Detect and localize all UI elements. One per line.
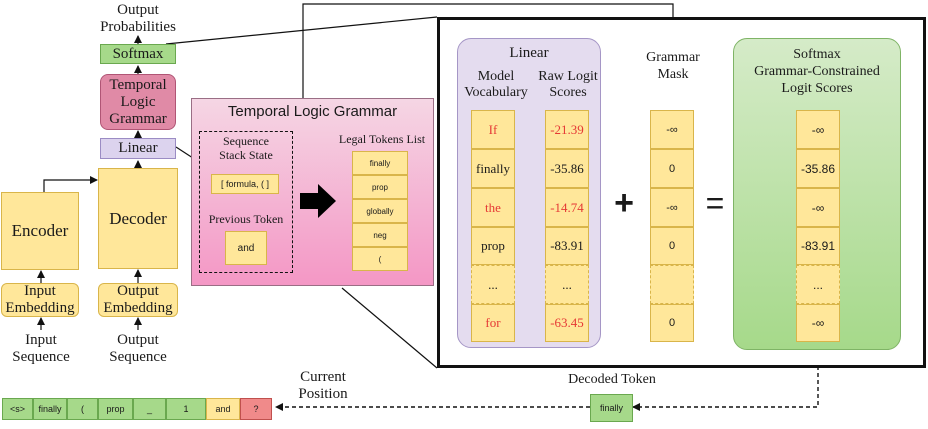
sequence-token: and: [206, 398, 240, 420]
vocab-cell: finally: [471, 149, 515, 188]
grammar-mask-column: -∞ 0 -∞ 0 0: [650, 110, 694, 342]
vocab-cell: ...: [471, 265, 515, 304]
legal-tokens-label: Legal Tokens List: [338, 131, 426, 146]
vocab-cell: for: [471, 304, 515, 342]
input-embedding-block: Input Embedding: [1, 283, 79, 317]
mask-cell: 0: [650, 227, 694, 265]
linear-panel-title: Linear: [509, 44, 549, 61]
vocab-cell: the: [471, 188, 515, 227]
legal-token: (: [352, 247, 408, 271]
mask-cell: -∞: [650, 110, 694, 149]
temporal-logic-grammar-panel: Temporal Logic Grammar Sequence Stack St…: [191, 98, 434, 286]
mask-cell: -∞: [650, 188, 694, 227]
constrained-scores-header: Softmax Grammar-Constrained Logit Scores: [754, 46, 880, 96]
raw-logit-cell: -83.91: [545, 227, 589, 265]
previous-token-value: and: [225, 231, 267, 265]
grammar-state-group: [199, 131, 293, 273]
legal-token: globally: [352, 199, 408, 223]
constrained-cell: -∞: [796, 304, 840, 342]
raw-logit-column: -21.39 -35.86 -14.74 -83.91 ... -63.45: [545, 110, 589, 342]
grammar-mask-header: Grammar Mask: [646, 50, 700, 82]
raw-logit-cell: ...: [545, 265, 589, 304]
mask-cell: 0: [650, 304, 694, 342]
constrained-cell: -35.86: [796, 149, 840, 188]
legal-tokens-list: finally prop globally neg (: [352, 151, 408, 271]
output-sequence-label: Output Sequence: [109, 332, 167, 365]
sequence-token: prop: [98, 398, 133, 420]
vocab-cell: If: [471, 110, 515, 149]
constrained-cell: ...: [796, 265, 840, 304]
output-probabilities-label: Output Probabilities: [100, 2, 176, 35]
softmax-block: Softmax: [100, 44, 176, 64]
stack-state-label: Sequence Stack State: [219, 134, 273, 162]
mask-cell: [650, 265, 694, 304]
sequence-token: <s>: [2, 398, 33, 420]
constrained-cell: -∞: [796, 188, 840, 227]
mask-cell: 0: [650, 149, 694, 188]
output-embedding-block: Output Embedding: [98, 283, 178, 317]
model-vocabulary-header: Model Vocabulary: [464, 69, 528, 100]
sequence-token: finally: [33, 398, 67, 420]
stack-state-value: [ formula, ( ]: [211, 174, 279, 194]
encoder-label: Encoder: [11, 221, 69, 240]
raw-logit-scores-header: Raw Logit Scores: [538, 69, 598, 100]
vocab-cell: prop: [471, 227, 515, 265]
input-sequence-label: Input Sequence: [12, 332, 70, 365]
temporal-logic-grammar-block: Temporal Logic Grammar: [100, 74, 176, 130]
encoder-block: Encoder: [1, 192, 79, 270]
legal-token: neg: [352, 223, 408, 247]
previous-token-label: Previous Token: [208, 211, 284, 226]
raw-logit-cell: -14.74: [545, 188, 589, 227]
legal-token: prop: [352, 175, 408, 199]
sequence-token: (: [67, 398, 98, 420]
output-token-sequence: <s> finally ( prop _ 1 and ?: [2, 398, 272, 420]
linear-block: Linear: [100, 138, 176, 159]
raw-logit-cell: -63.45: [545, 304, 589, 342]
constrained-cell: -83.91: [796, 227, 840, 265]
decoder-label: Decoder: [109, 208, 167, 228]
equals-operator: =: [705, 184, 725, 221]
grammar-panel-title: Temporal Logic Grammar: [227, 102, 398, 120]
current-position-label: Current Position: [298, 369, 348, 402]
sequence-token: 1: [166, 398, 206, 420]
sequence-token: ?: [240, 398, 272, 420]
raw-logit-cell: -21.39: [545, 110, 589, 149]
constrained-scores-column: -∞ -35.86 -∞ -83.91 ... -∞: [796, 110, 840, 342]
raw-logit-cell: -35.86: [545, 149, 589, 188]
sequence-token: _: [133, 398, 166, 420]
vocabulary-column: If finally the prop ... for: [471, 110, 515, 342]
decoded-token-label: Decoded Token: [568, 372, 656, 387]
plus-operator: +: [614, 183, 634, 222]
decoded-token-value: finally: [590, 394, 633, 422]
decoder-block: Decoder: [98, 168, 178, 269]
legal-token: finally: [352, 151, 408, 175]
constrained-cell: -∞: [796, 110, 840, 149]
